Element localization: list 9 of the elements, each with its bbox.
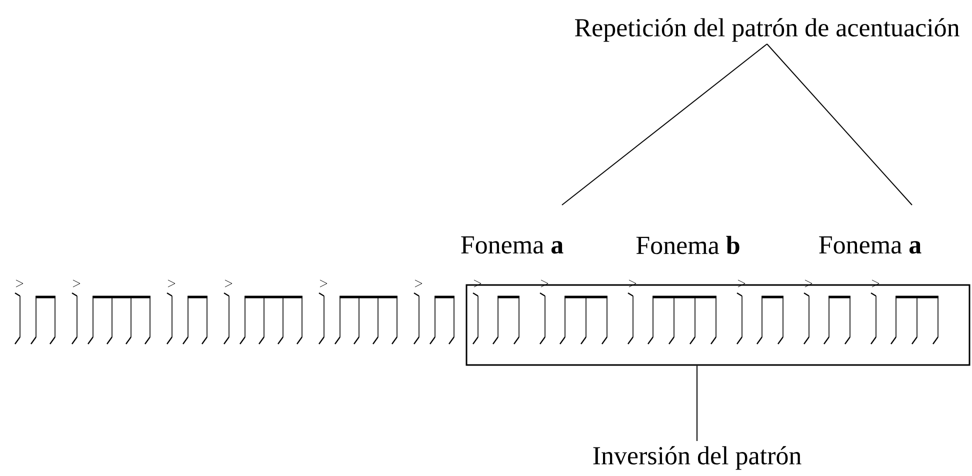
heading-label: Repetición del patrón de acentuación	[575, 18, 960, 42]
connector-line	[562, 44, 768, 206]
notation-frame	[466, 284, 970, 366]
phoneme-label: Fonema b	[636, 236, 740, 254]
connector-line	[766, 44, 912, 206]
phoneme-label: Fonema a	[819, 236, 922, 254]
phoneme-label: Fonema a	[461, 236, 564, 254]
caption-label: Inversión del patrón	[593, 446, 802, 470]
connector-line	[696, 365, 698, 442]
